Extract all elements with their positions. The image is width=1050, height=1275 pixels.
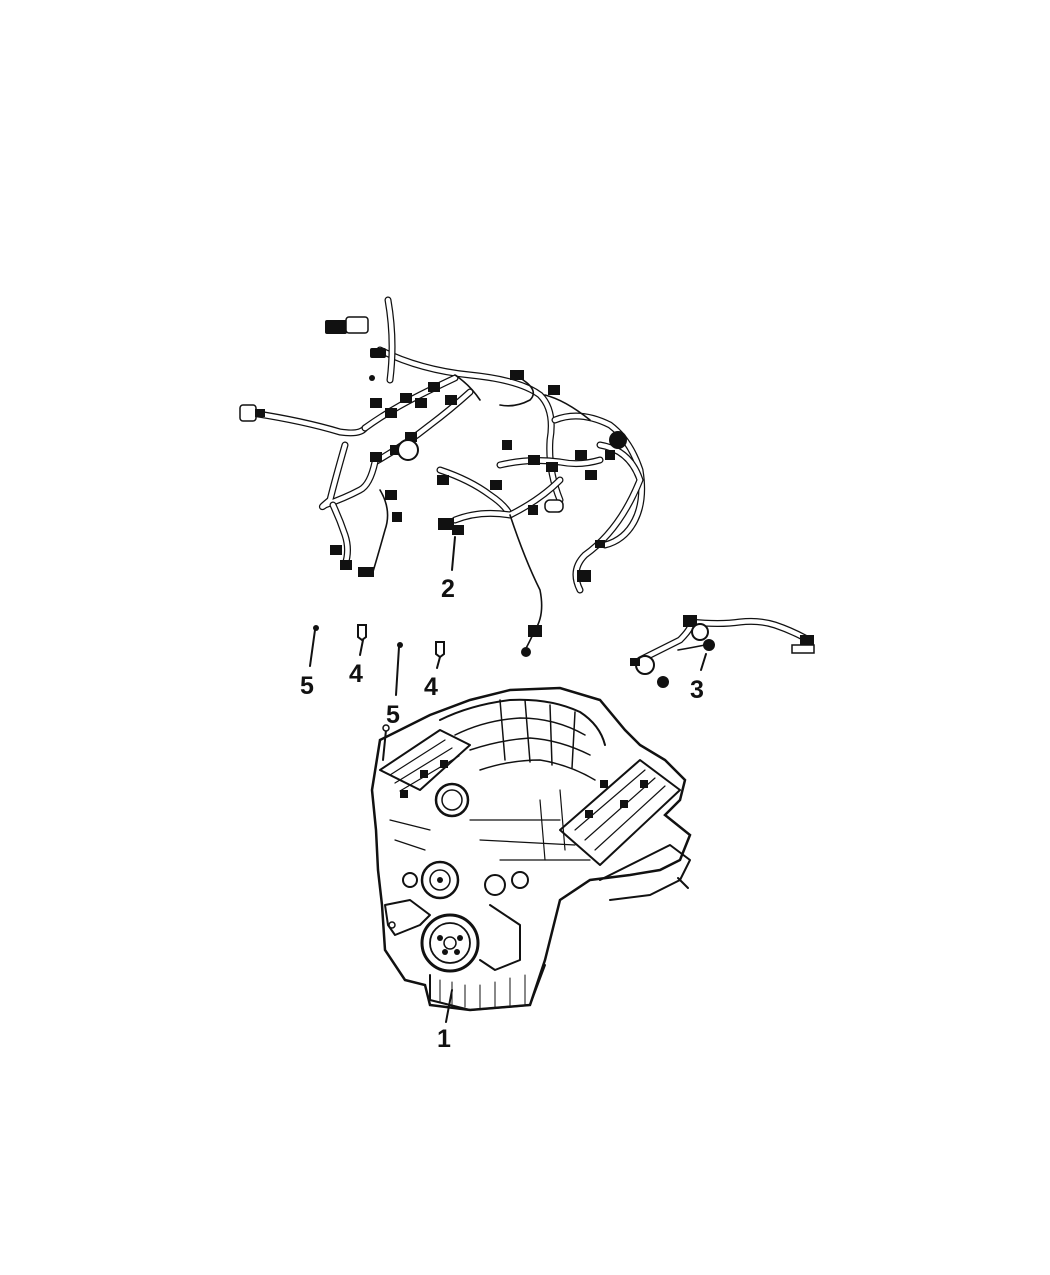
callout-5-pin-b: 5 [386,701,400,729]
leader-line-3 [700,653,707,671]
callout-4-clip-b: 4 [424,673,438,701]
callout-3-aux-harness: 3 [690,676,704,704]
callout-2-harness: 2 [441,575,455,603]
clip-4a [357,624,367,642]
callout-1-engine: 1 [437,1025,451,1053]
pin-5b [397,642,403,648]
clips-and-pins [309,624,445,696]
callout-4-clip-a: 4 [349,660,363,688]
engine-wiring-harness [239,296,646,657]
engine-assembly [370,686,692,1012]
leader-line-1 [445,989,453,1023]
auxiliary-wiring-harness [630,615,815,688]
pin-5a [313,625,319,631]
clip-4b [435,641,445,659]
callout-5-pin-a: 5 [300,672,314,700]
leader-line-2 [451,536,456,571]
